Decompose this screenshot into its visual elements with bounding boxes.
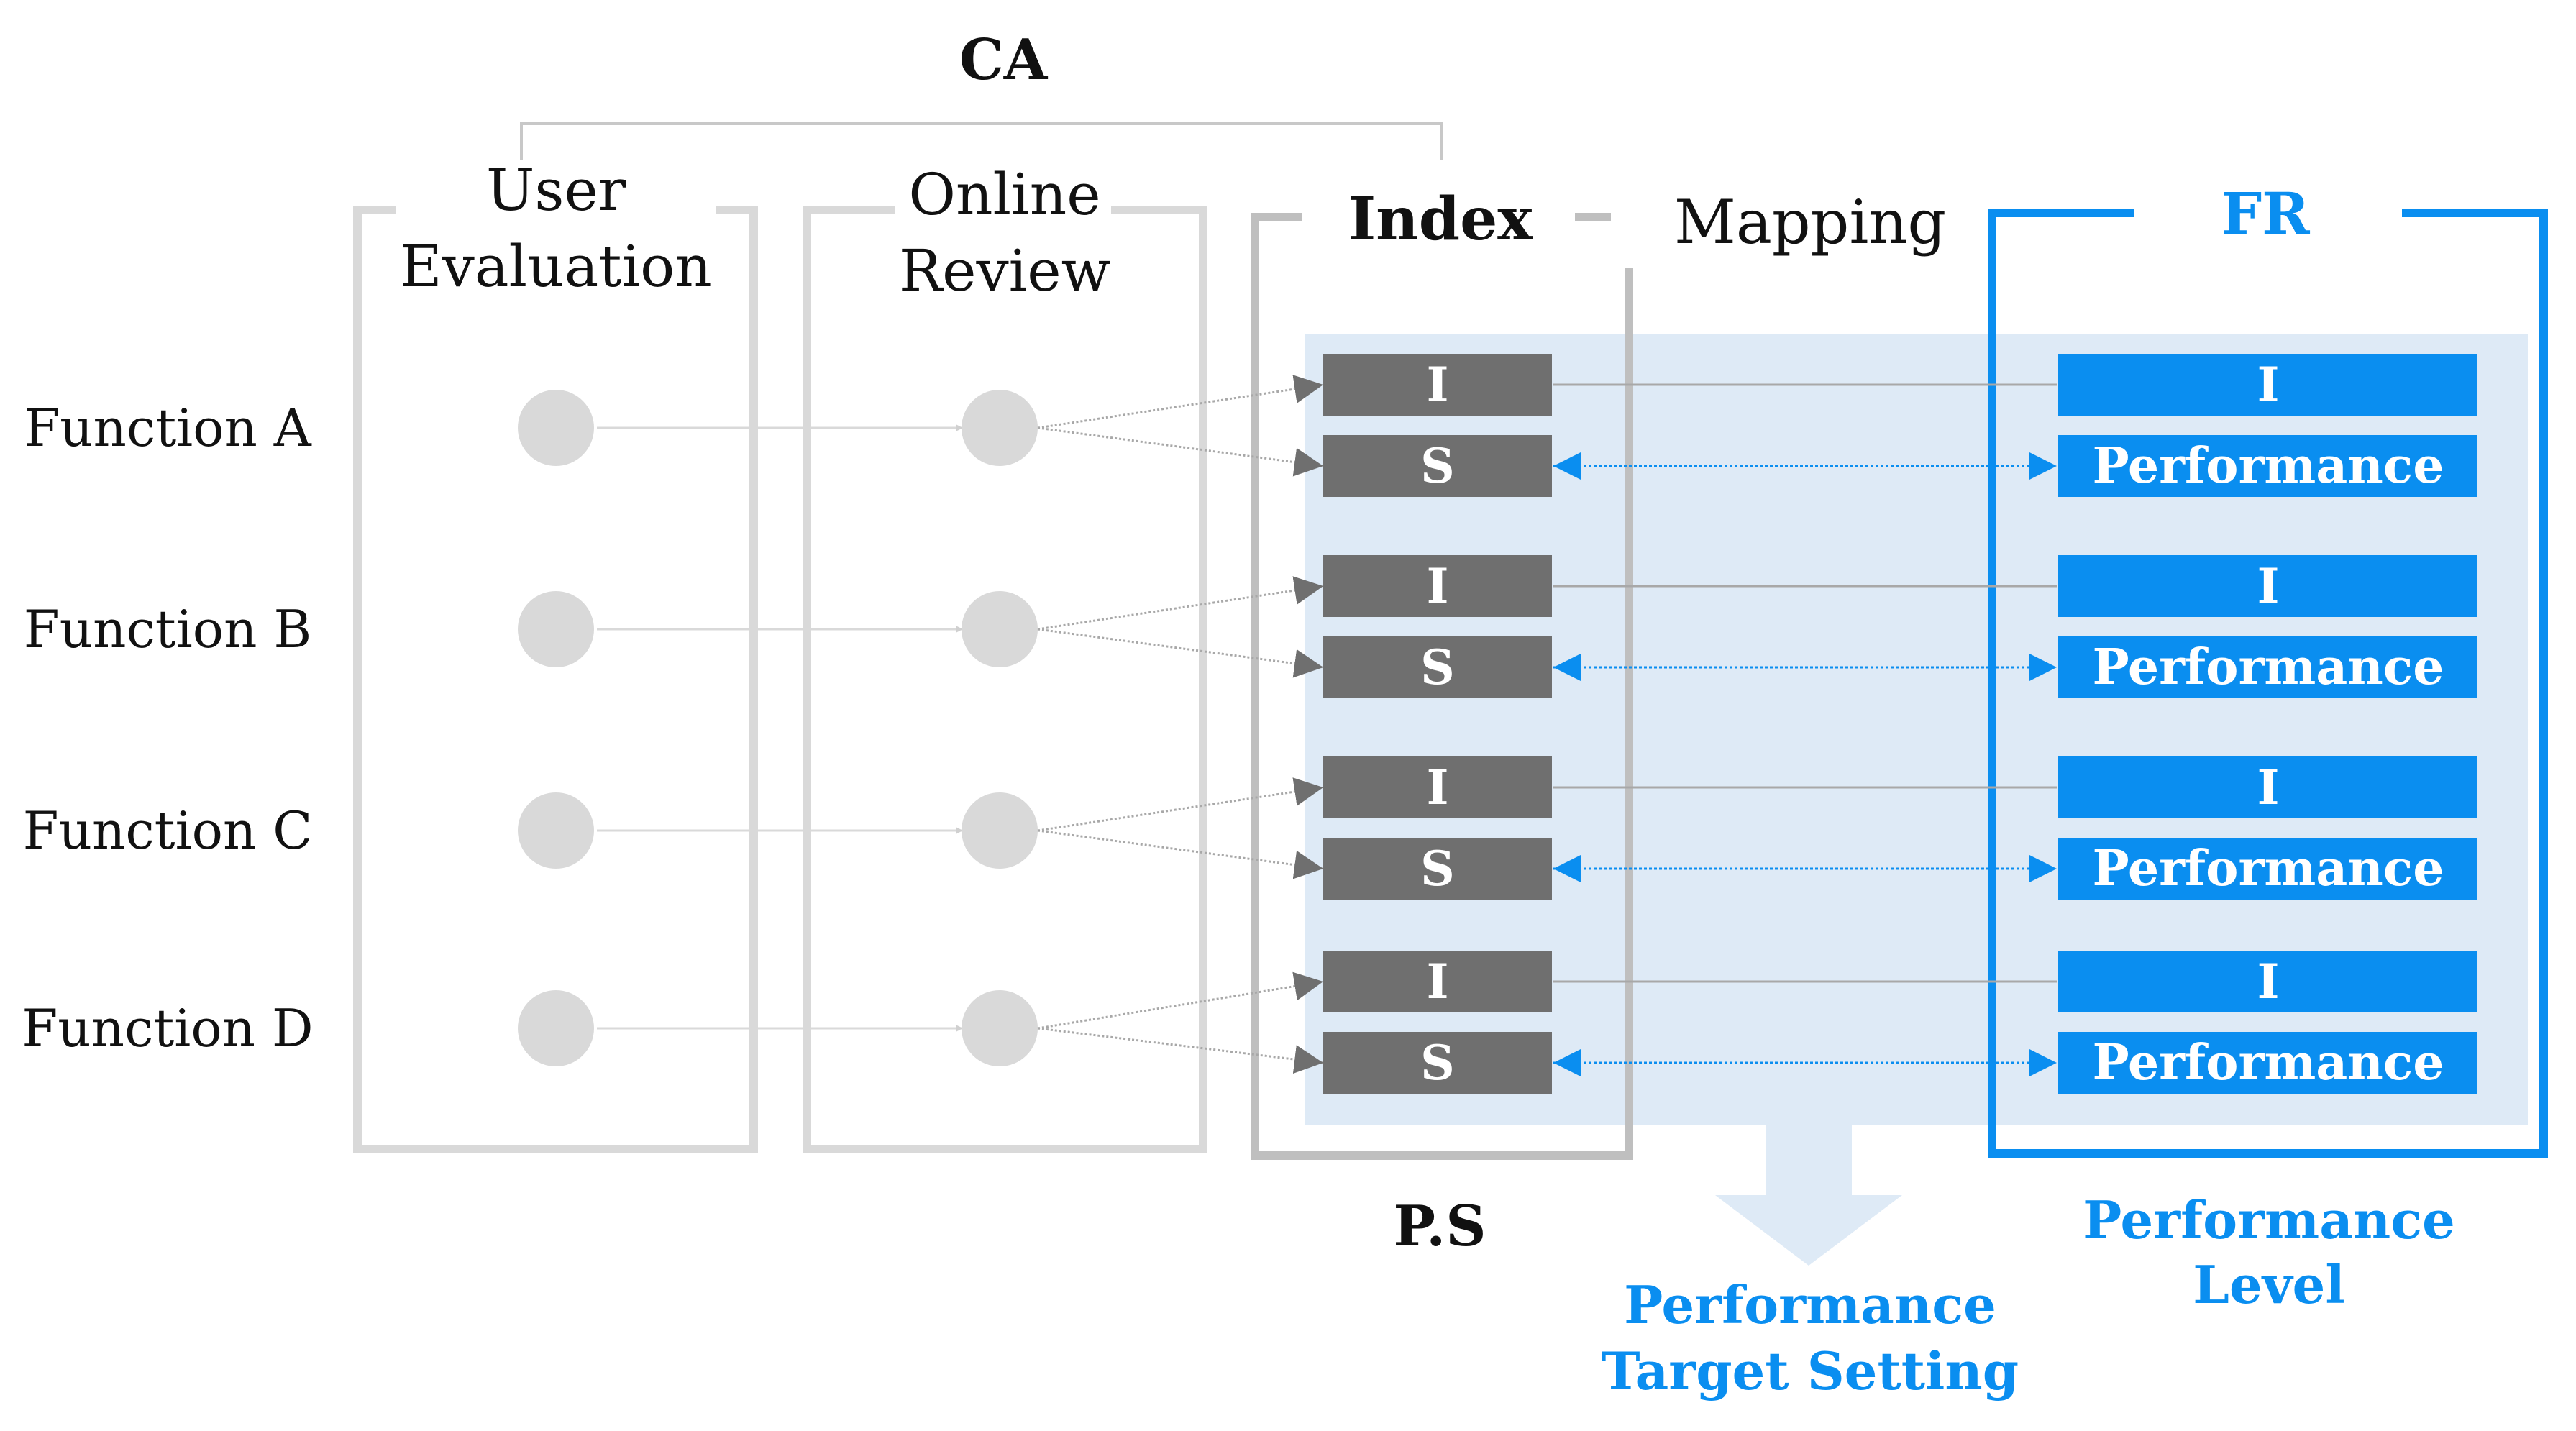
fr-performance-box <box>2058 435 2477 497</box>
index-i-label: I <box>1427 954 1449 1010</box>
ps-label: P.S <box>1393 1194 1486 1259</box>
performance-level-line1: Performance <box>2083 1189 2455 1251</box>
fr-performance-label: Performance <box>2093 639 2444 696</box>
index-i-label: I <box>1427 357 1449 413</box>
index-i-box <box>1323 951 1552 1012</box>
user-evaluation-node <box>518 792 594 869</box>
function-label: Function D <box>22 998 313 1059</box>
ca-label: CA <box>959 27 1049 93</box>
fr-i-label: I <box>2257 558 2280 614</box>
fr-performance-label: Performance <box>2093 1034 2444 1092</box>
performance-target-setting-line1: Performance <box>1624 1274 1996 1335</box>
index-i-box <box>1323 756 1552 818</box>
fr-i-box <box>2058 756 2477 818</box>
index-s-label: S <box>1420 841 1455 897</box>
online-review-frame <box>803 206 1207 1153</box>
fr-performance-box <box>2058 838 2477 900</box>
user-evaluation-frame <box>353 206 758 1153</box>
user-evaluation-node <box>518 990 594 1066</box>
index-s-box <box>1323 838 1552 900</box>
fr-i-label: I <box>2257 954 2280 1010</box>
fr-i-box <box>2058 555 2477 617</box>
fr-i-label: I <box>2257 357 2280 413</box>
user-evaluation-header-line2: Evaluation <box>400 233 712 300</box>
online-review-node <box>962 792 1038 869</box>
index-s-box <box>1323 636 1552 698</box>
review-to-index-i-connector <box>1037 777 1324 832</box>
user-evaluation-header-line1: User <box>486 157 626 224</box>
index-s-label: S <box>1420 639 1455 695</box>
review-to-index-i-connector <box>1037 375 1324 429</box>
function-label: Function A <box>24 398 312 458</box>
review-to-index-i-connector <box>1037 576 1324 631</box>
index-header: Index <box>1348 185 1533 254</box>
review-to-index-i-connector <box>1037 971 1324 1030</box>
index-s-label: S <box>1420 438 1455 494</box>
online-review-node <box>962 591 1038 667</box>
index-i-box <box>1323 555 1552 617</box>
performance-level-line2: Level <box>2193 1254 2344 1315</box>
review-to-index-s-connector <box>1037 628 1324 678</box>
fr-frame <box>1988 209 2548 1158</box>
index-s-box <box>1323 1032 1552 1094</box>
online-review-header-line1: Online <box>908 161 1100 228</box>
online-review-node <box>962 990 1038 1066</box>
online-review-header-line2: Review <box>899 237 1110 304</box>
mapping-header: Mapping <box>1674 187 1946 257</box>
fr-performance-box <box>2058 636 2477 698</box>
index-i-box <box>1323 354 1552 416</box>
fr-performance-box <box>2058 1032 2477 1094</box>
target-setting-arrow <box>1715 1125 1902 1266</box>
user-evaluation-node <box>518 390 594 466</box>
index-s-box <box>1323 435 1552 497</box>
fr-performance-label: Performance <box>2093 840 2444 897</box>
online-review-node <box>962 390 1038 466</box>
fr-performance-label: Performance <box>2093 437 2444 495</box>
function-label: Function B <box>24 599 312 659</box>
ca-bracket <box>520 122 1443 160</box>
index-s-label: S <box>1420 1035 1455 1091</box>
fr-i-box <box>2058 951 2477 1012</box>
review-to-index-s-connector <box>1037 829 1324 879</box>
fr-header: FR <box>2221 180 2310 247</box>
function-label: Function C <box>23 800 313 861</box>
review-to-index-s-connector <box>1037 1027 1324 1074</box>
fr-i-box <box>2058 354 2477 416</box>
fr-i-label: I <box>2257 759 2280 815</box>
index-i-label: I <box>1427 759 1449 815</box>
index-i-label: I <box>1427 558 1449 614</box>
performance-target-setting-line2: Target Setting <box>1602 1340 2019 1402</box>
review-to-index-s-connector <box>1037 426 1324 477</box>
user-evaluation-node <box>518 591 594 667</box>
